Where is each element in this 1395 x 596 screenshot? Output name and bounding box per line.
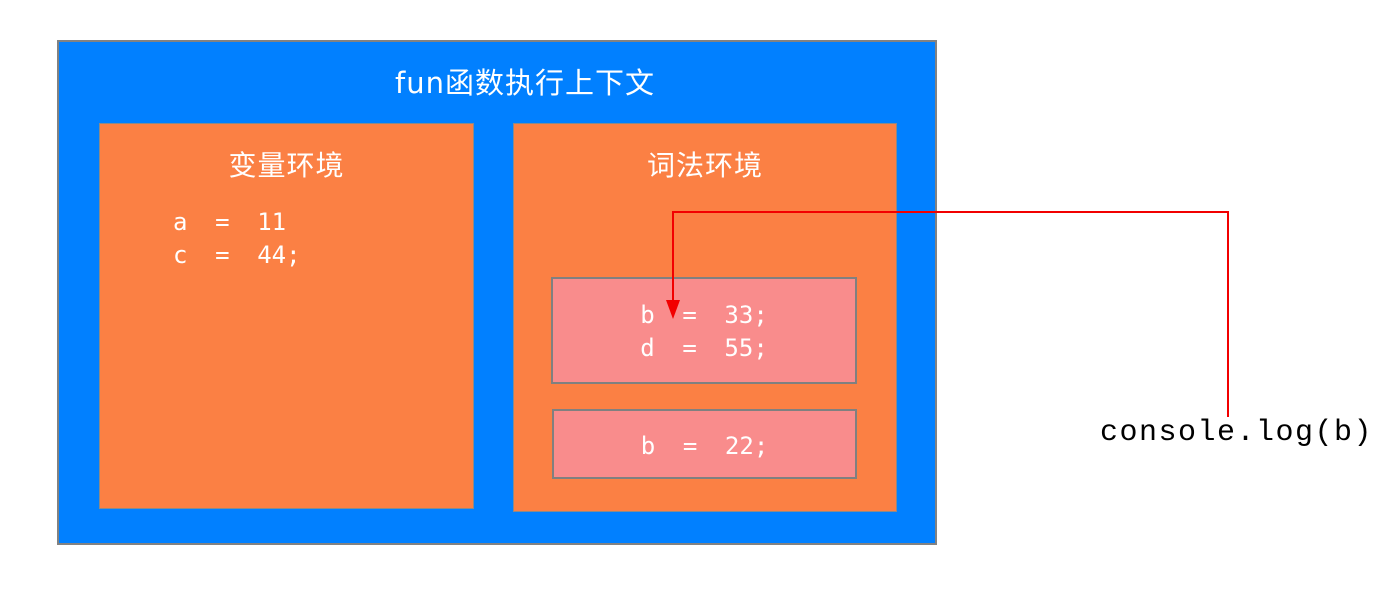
console-log-annotation: console.log(b)	[1100, 416, 1374, 450]
reference-arrow-horizontal-line	[673, 211, 1229, 213]
scope-block-1: b = 33; d = 55;	[551, 277, 857, 384]
variable-environment-box: 变量环境 a = 11 c = 44;	[99, 123, 474, 509]
scope-block-2: b = 22;	[552, 409, 857, 479]
code-line-c: c = 44;	[173, 241, 301, 269]
lexical-environment-box: 词法环境 b = 33; d = 55; b = 22;	[513, 123, 897, 512]
execution-context-title: fun函数执行上下文	[395, 66, 655, 100]
code-line-d55: d = 55;	[640, 334, 768, 362]
variable-env-code: a = 11 c = 44;	[173, 206, 301, 272]
code-line-b33: b = 33;	[640, 301, 768, 329]
code-line-a: a = 11	[173, 208, 287, 236]
lexical-environment-title: 词法环境	[646, 149, 763, 182]
reference-arrow-head-icon	[666, 300, 680, 319]
execution-context-box: fun函数执行上下文 变量环境 a = 11 c = 44; 词法环境 b = …	[57, 40, 937, 545]
reference-arrow-right-segment	[1227, 211, 1229, 417]
variable-environment-title: 变量环境	[228, 149, 345, 182]
code-line-b22: b = 22;	[640, 432, 769, 460]
reference-arrow-shaft	[672, 211, 674, 302]
